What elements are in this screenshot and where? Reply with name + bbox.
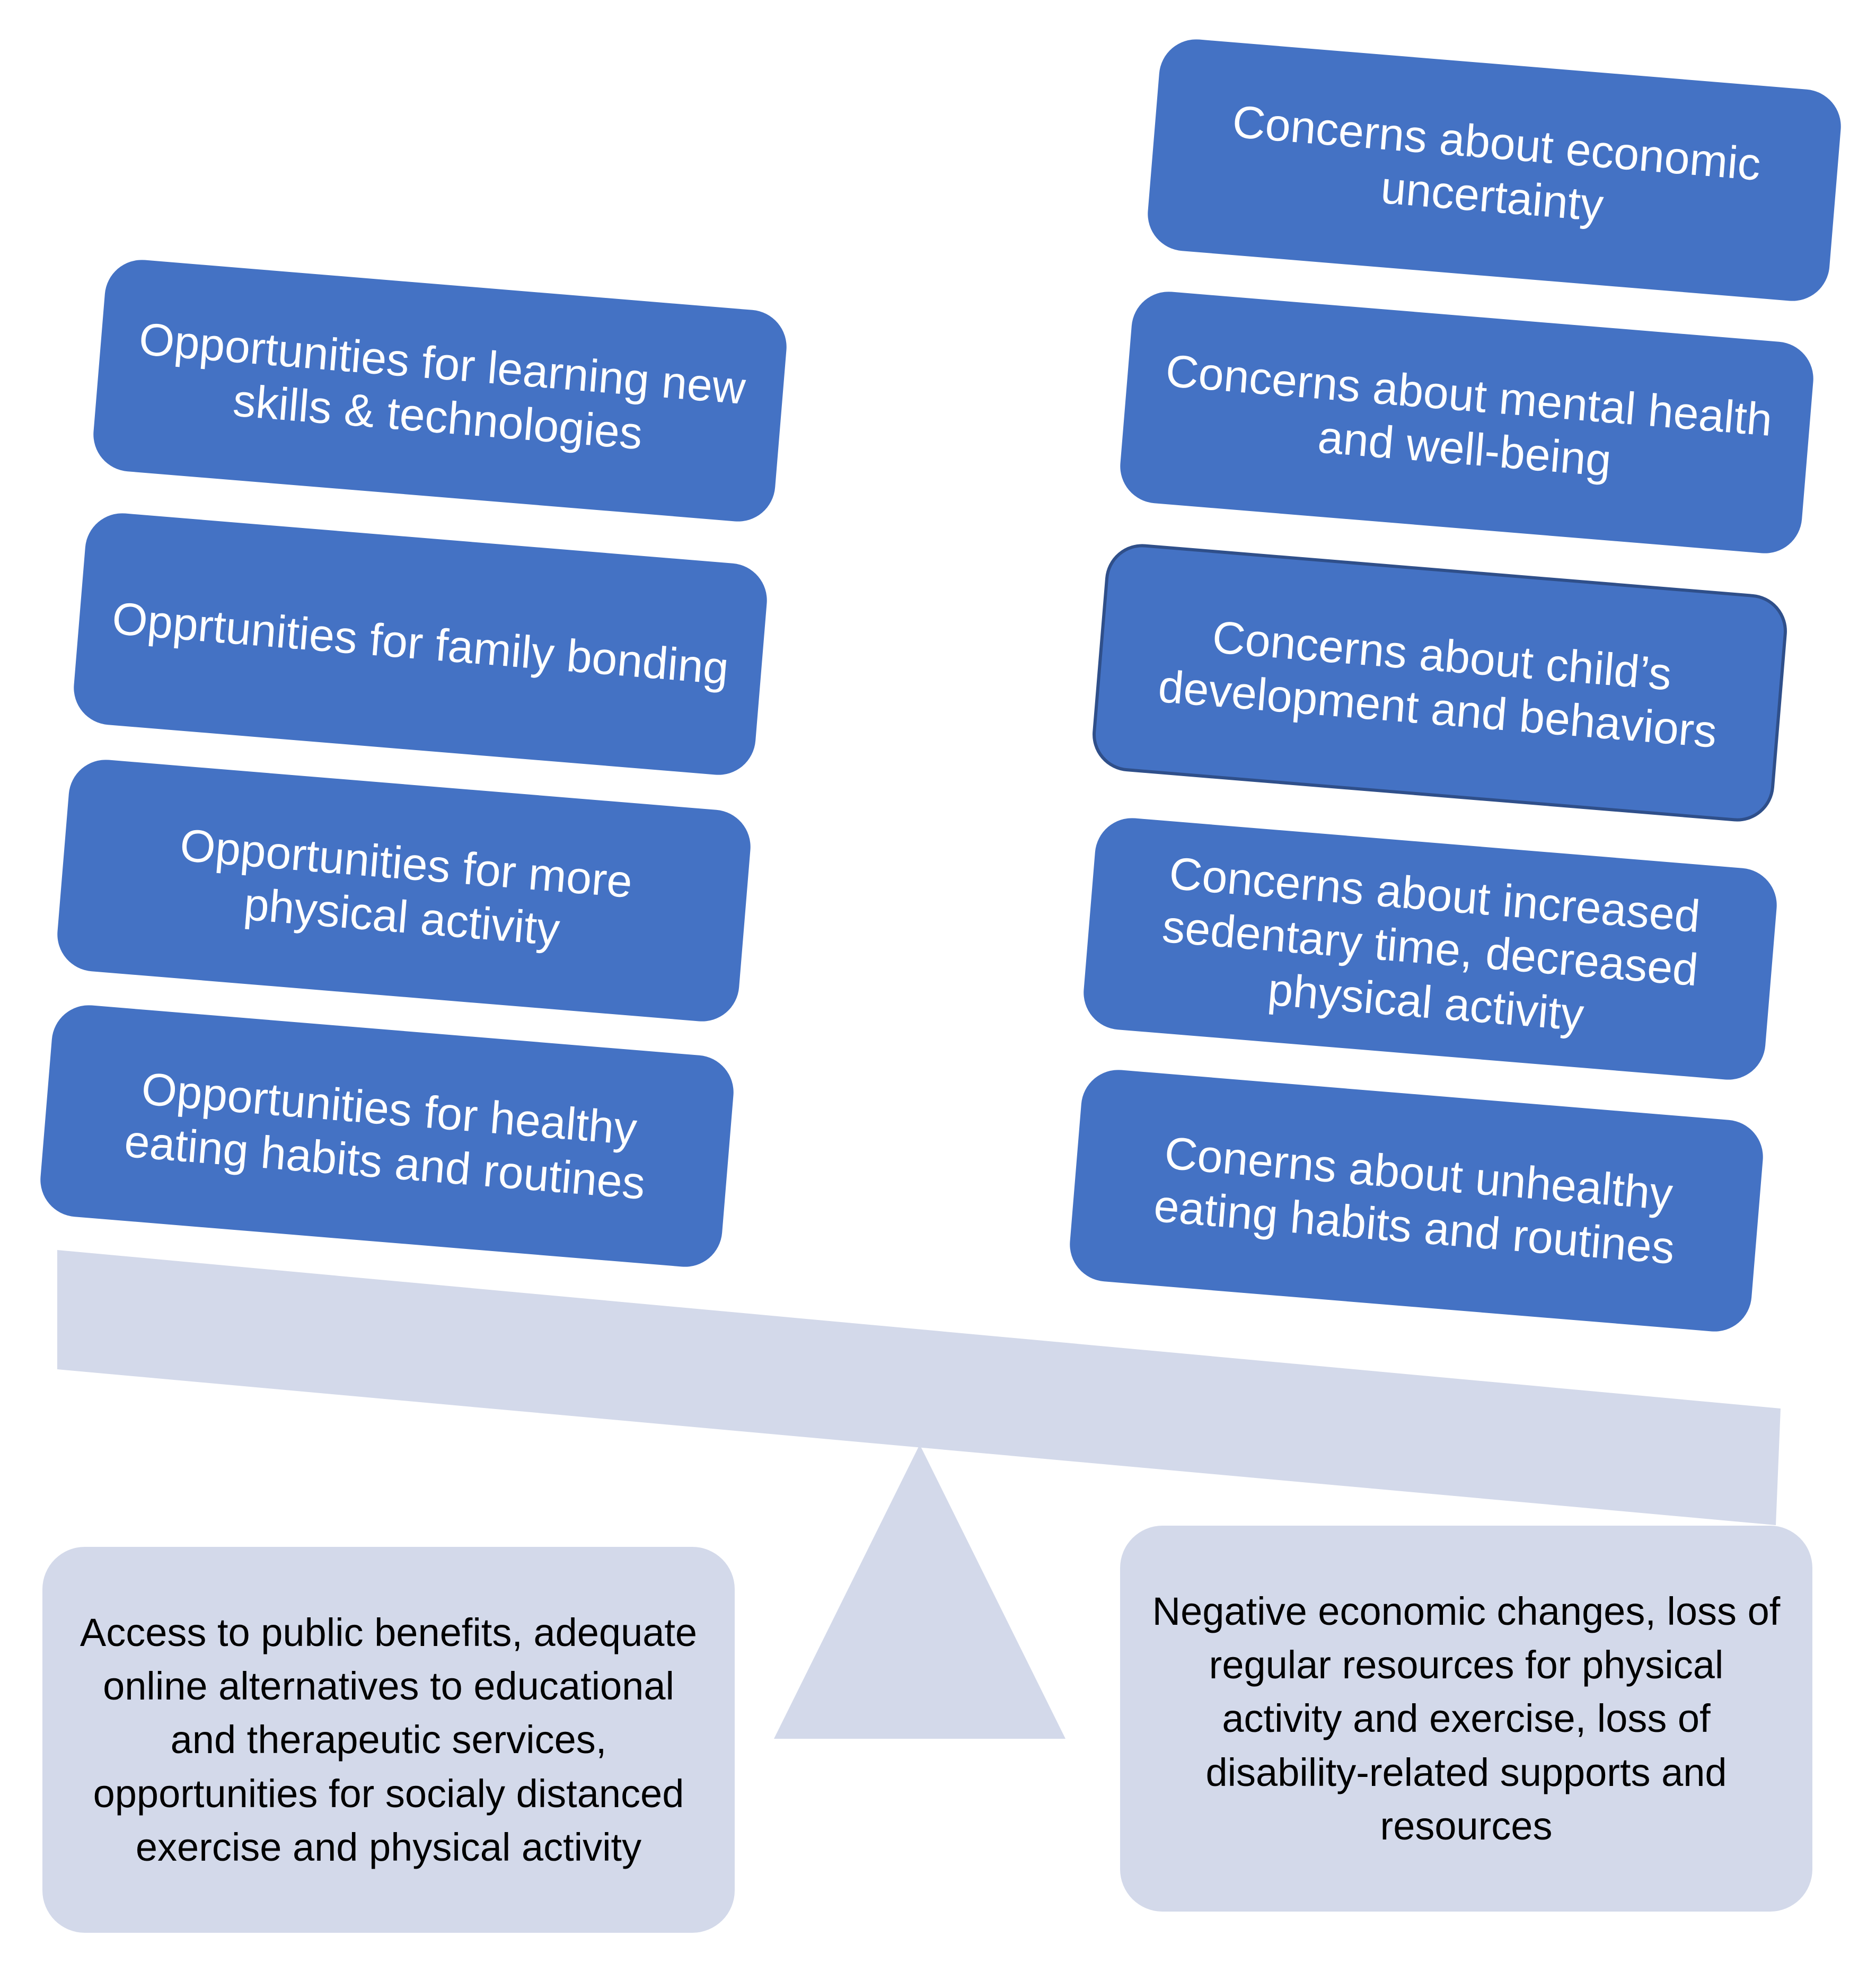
supports-box: Access to public benefits, adequate onli…	[42, 1547, 735, 1933]
seesaw-beam	[57, 1250, 1781, 1525]
concern-text-economic: Concerns about economic uncertainty	[1230, 95, 1763, 231]
supports-text: Access to public benefits, adequate onli…	[80, 1610, 698, 1870]
barriers-text: Negative economic changes, loss of regul…	[1152, 1589, 1781, 1848]
opportunity-text-family-bonding: Opprtunities for family bonding	[110, 593, 731, 694]
concern-text-child-development: Concerns about child’s development and b…	[1156, 611, 1719, 758]
opportunity-text-physical-activity: Opportunities for more physical activity	[178, 819, 635, 956]
barriers-box: Negative economic changes, loss of regul…	[1120, 1526, 1812, 1912]
concern-text-unhealthy-eating: Conerns about unhealthy eating habits an…	[1152, 1127, 1677, 1274]
opportunity-text-learning: Opportunities for learning new skills & …	[137, 313, 747, 460]
concern-text-sedentary-time: Concerns about increased sedentary time,…	[1160, 848, 1702, 1041]
opportunity-text-healthy-eating: Opportunities for healthy eating habits …	[122, 1063, 647, 1210]
concern-text-mental-health: Concerns about mental health and well-be…	[1164, 345, 1774, 487]
seesaw-fulcrum	[774, 1445, 1065, 1739]
